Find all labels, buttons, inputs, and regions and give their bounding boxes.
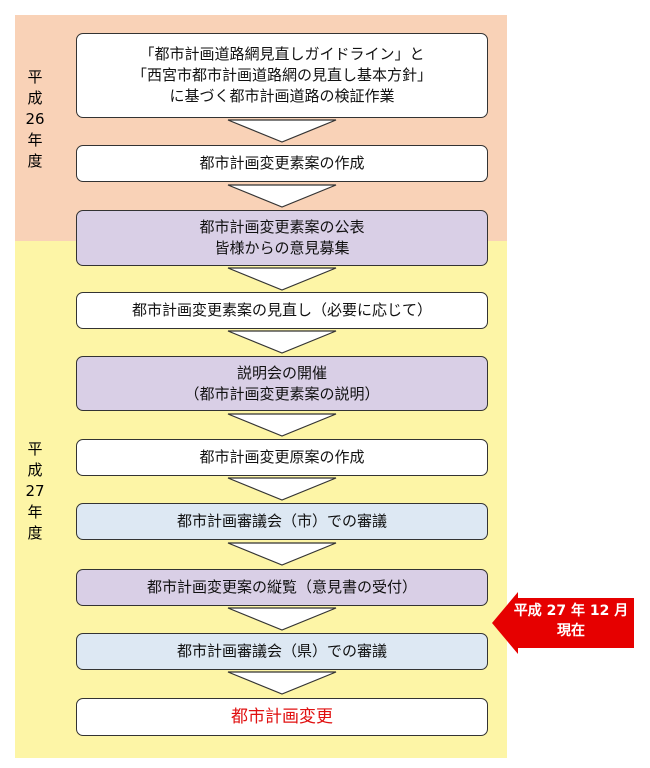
step-briefing-session: 説明会の開催 （都市計画変更素案の説明） xyxy=(76,356,488,411)
marker-line: 平成 27 年 12 月 xyxy=(513,603,629,619)
step-draft-revision: 都市計画変更素案の見直し（必要に応じて） xyxy=(76,292,488,329)
step-line: に基づく都市計画道路の検証作業 xyxy=(169,87,395,105)
step-line: 都市計画変更素案の公表 xyxy=(199,218,365,236)
step-line: 都市計画変更素案の作成 xyxy=(199,154,365,172)
down-arrow-icon xyxy=(227,671,337,695)
step-line: （都市計画変更素案の説明） xyxy=(184,384,380,403)
step-public-inspection: 都市計画変更案の縦覧（意見書の受付） xyxy=(76,569,488,606)
step-line: 皆様からの意見募集 xyxy=(214,239,350,257)
down-arrow-icon xyxy=(227,184,337,208)
step-line: 都市計画変更 xyxy=(231,706,333,727)
step-line: 都市計画審議会（県）での審議 xyxy=(176,642,387,660)
step-original-plan-creation: 都市計画変更原案の作成 xyxy=(76,439,488,476)
down-arrow-icon xyxy=(227,607,337,631)
step-line: 都市計画変更案の縦覧（意見書の受付） xyxy=(146,578,417,596)
step-draft-creation: 都市計画変更素案の作成 xyxy=(76,145,488,182)
step-line: 都市計画審議会（市）での審議 xyxy=(176,512,387,530)
step-line: 説明会の開催 xyxy=(236,363,327,382)
down-arrow-icon xyxy=(227,330,337,354)
step-verification: 「都市計画道路網見直しガイドライン」と 「西宮市都市計画道路網の見直し基本方針」… xyxy=(76,33,488,118)
down-arrow-icon xyxy=(227,413,337,437)
step-prefecture-council-review: 都市計画審議会（県）での審議 xyxy=(76,633,488,670)
current-position-arrow-icon xyxy=(492,592,634,654)
step-line: 「西宮市都市計画道路網の見直し基本方針」 xyxy=(131,66,432,84)
step-line: 都市計画変更素案の見直し（必要に応じて） xyxy=(131,301,432,319)
down-arrow-icon xyxy=(227,119,337,143)
step-plan-change: 都市計画変更 xyxy=(76,698,488,736)
fy2014-label: 平 成 26 年 度 xyxy=(25,68,45,170)
step-city-council-review: 都市計画審議会（市）での審議 xyxy=(76,503,488,540)
down-arrow-icon xyxy=(227,542,337,566)
fy2015-label: 平 成 27 年 度 xyxy=(25,440,45,542)
current-position-label: 平成 27 年 12 月 現在 xyxy=(512,601,630,641)
marker-line: 現在 xyxy=(557,623,585,639)
down-arrow-icon xyxy=(227,477,337,501)
down-arrow-icon xyxy=(227,267,337,291)
step-draft-publication: 都市計画変更素案の公表 皆様からの意見募集 xyxy=(76,210,488,266)
step-line: 都市計画変更原案の作成 xyxy=(199,448,365,466)
step-line: 「都市計画道路網見直しガイドライン」と xyxy=(139,45,425,63)
